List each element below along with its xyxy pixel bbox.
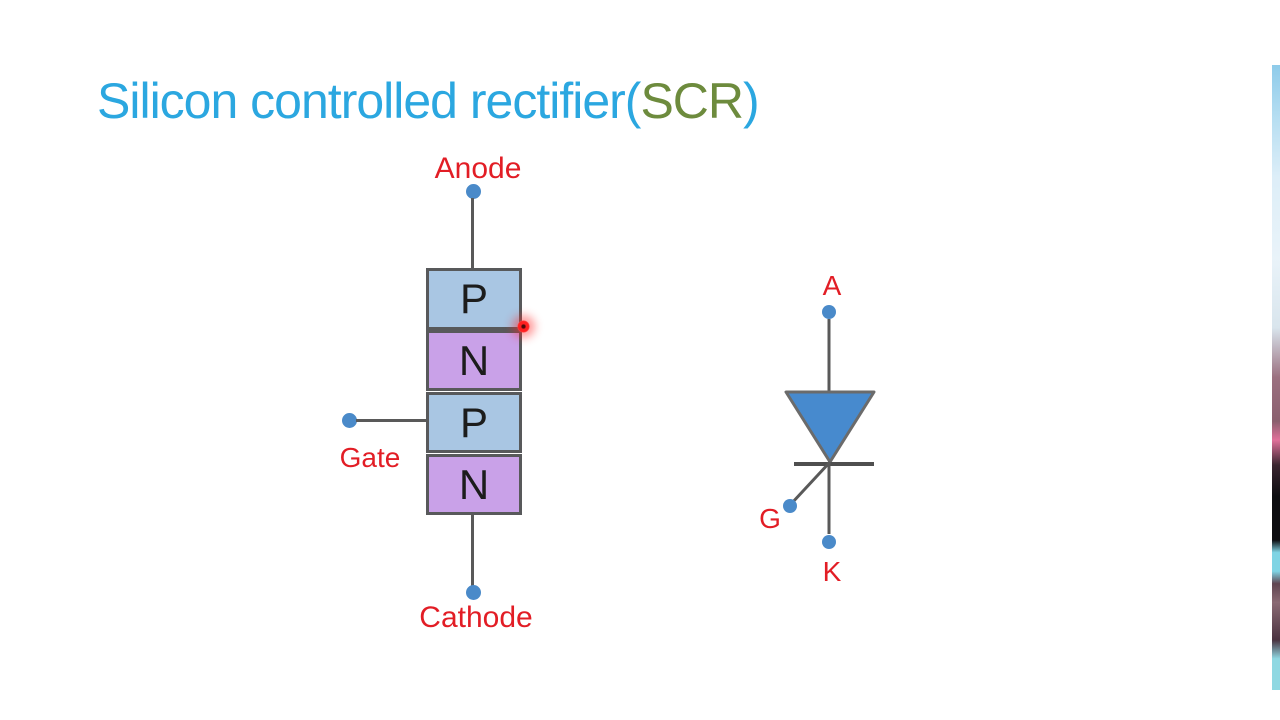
gate-terminal-dot	[342, 413, 357, 428]
layer-region-p1: P	[426, 268, 522, 330]
page-title: Silicon controlled rectifier(SCR)	[97, 72, 760, 130]
symbol-anode-label: A	[822, 270, 842, 301]
symbol-cathode-label: K	[822, 556, 842, 587]
symbol-gate-lead	[789, 460, 832, 506]
cathode-lead-line	[471, 514, 474, 586]
symbol-anode-dot	[822, 305, 836, 319]
scr-symbol	[783, 305, 876, 549]
gate-label: Gate	[339, 442, 401, 473]
cathode-label: Cathode	[419, 601, 533, 634]
title-scr-highlight: SCR	[640, 73, 744, 129]
symbol-gate-dot	[783, 499, 797, 513]
layer-label: N	[458, 460, 490, 508]
title-close-paren: )	[743, 73, 760, 129]
symbol-gate-label: G	[759, 503, 781, 534]
layer-region-p2: P	[426, 392, 522, 453]
layer-label: N	[458, 336, 490, 384]
laser-pointer-dot	[517, 320, 530, 333]
cathode-terminal-dot	[466, 585, 481, 600]
layer-region-n1: N	[426, 330, 522, 391]
gate-lead-line	[356, 419, 427, 422]
anode-lead-line	[471, 198, 474, 268]
symbol-anode-triangle	[784, 390, 876, 464]
layer-label: P	[459, 275, 488, 322]
layer-label: P	[459, 398, 488, 446]
video-edge-artifact	[1272, 65, 1280, 690]
symbol-cathode-dot	[822, 535, 836, 549]
title-text: Silicon controlled rectifier(	[97, 73, 641, 129]
layer-region-n2: N	[426, 454, 522, 515]
anode-terminal-dot	[466, 184, 481, 199]
anode-label: Anode	[434, 152, 522, 185]
